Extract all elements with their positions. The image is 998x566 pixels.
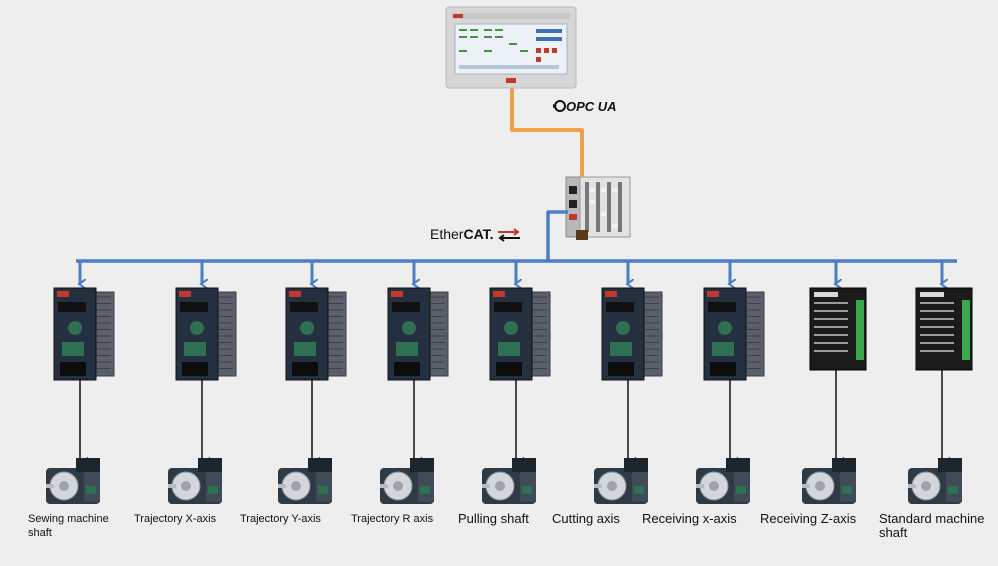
axis-label: Standard machine shaft [879, 511, 985, 540]
opc-ua-logo [553, 100, 566, 112]
servo-motor [594, 458, 648, 504]
axis-label: Cutting axis [552, 511, 620, 526]
hmi-touch-panel [445, 6, 577, 89]
opc-ua-link [510, 88, 584, 177]
servo-motor [380, 458, 434, 504]
axis-label: Pulling shaft [458, 511, 529, 526]
axis-label: Trajectory Y-axis [240, 513, 321, 525]
servo-motor [908, 458, 962, 504]
servo-motor [46, 458, 100, 504]
stepper-drive [809, 287, 867, 371]
ethercat-uplink [546, 210, 568, 261]
servo-drive [387, 287, 449, 381]
ethercat-label-prefix: Ether [430, 226, 464, 242]
stepper-drive [915, 287, 973, 371]
ethercat-controller [565, 176, 631, 240]
ethercat-label-suffix: CAT. [463, 226, 494, 242]
servo-drive [601, 287, 663, 381]
servo-motor [802, 458, 856, 504]
servo-motor [482, 458, 536, 504]
servo-motor [278, 458, 332, 504]
axis-label: Receiving x-axis [642, 511, 737, 526]
servo-drive [285, 287, 347, 381]
ethercat-label: EtherCAT. [430, 226, 494, 242]
axis-label: Sewing machine shaft [28, 513, 109, 539]
servo-drive [489, 287, 551, 381]
axis-label: Trajectory R axis [351, 513, 434, 525]
servo-motor [168, 458, 222, 504]
ethercat-logo-arrows [498, 228, 520, 242]
servo-drive [53, 287, 115, 381]
axis-label: Receiving Z-axis [760, 511, 857, 526]
servo-drive [703, 287, 765, 381]
servo-motor [696, 458, 750, 504]
opc-ua-label: OPC UA [566, 99, 617, 114]
axis-label: Trajectory X-axis [134, 513, 217, 525]
servo-drive [175, 287, 237, 381]
